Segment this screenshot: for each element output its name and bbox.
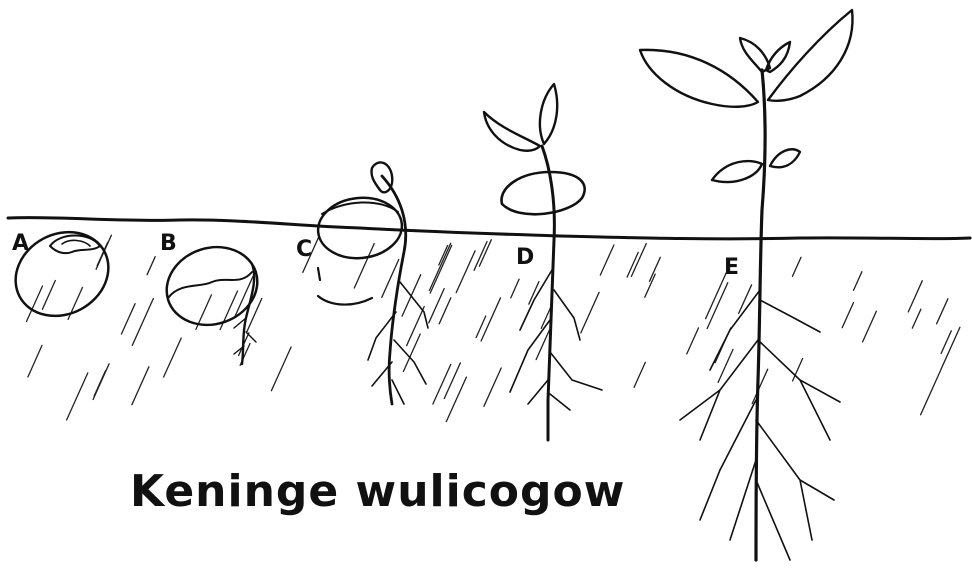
hatch-stroke — [650, 257, 661, 281]
hatch-stroke — [634, 362, 645, 387]
stage-e-plant — [640, 10, 853, 560]
hatch-stroke — [752, 369, 768, 403]
hatch-stroke — [164, 338, 182, 377]
stage-c-seedling — [315, 162, 428, 404]
hatch-stroke — [28, 345, 42, 377]
hatch-stroke — [581, 292, 599, 333]
stage-label-e: E — [724, 255, 739, 280]
hatch-stroke — [430, 245, 452, 293]
hatch-stroke — [912, 309, 921, 328]
hatch-stroke — [67, 373, 88, 420]
hatch-stroke — [439, 246, 448, 266]
stage-label-b: B — [160, 231, 177, 256]
hatch-stroke — [718, 349, 733, 382]
hatch-stroke — [132, 367, 149, 405]
hatch-stroke — [407, 307, 425, 346]
hatch-stroke — [842, 303, 853, 328]
hatch-stroke — [687, 328, 699, 354]
stage-label-d: D — [516, 245, 534, 270]
hatch-stroke — [908, 281, 922, 312]
hatch-stroke — [42, 281, 55, 310]
hatch-stroke — [854, 272, 862, 291]
hatch-stroke — [433, 364, 451, 404]
hatch-stroke — [132, 299, 153, 346]
hatch-stroke — [439, 298, 451, 324]
hatch-stroke — [147, 257, 155, 275]
hatch-stroke — [220, 291, 237, 330]
hatch-stroke — [444, 363, 460, 399]
hatch-stroke — [484, 368, 501, 406]
hatch-stroke — [354, 244, 374, 288]
hatch-stroke — [456, 251, 475, 293]
hatch-stroke — [863, 311, 877, 342]
hatch-stroke — [121, 304, 135, 334]
hatch-stroke — [27, 286, 43, 322]
hatch-stroke — [707, 283, 728, 329]
hatch-stroke — [792, 257, 801, 276]
hatch-stroke — [474, 242, 487, 271]
soil-hatching — [27, 235, 960, 421]
hatch-stroke — [94, 371, 105, 396]
hatch-stroke — [429, 243, 450, 290]
hatch-stroke — [631, 244, 646, 277]
hatch-stroke — [446, 377, 466, 422]
hatch-stroke — [271, 347, 291, 391]
hatch-stroke — [600, 245, 614, 275]
hatch-stroke — [536, 330, 549, 360]
diagram-caption: Keninge wulicogow — [130, 466, 625, 517]
hatch-stroke — [937, 299, 948, 324]
stage-label-c: C — [296, 237, 312, 262]
stage-d-plant — [484, 84, 602, 440]
hatch-stroke — [511, 279, 519, 298]
stage-label-a: A — [12, 231, 29, 256]
hatch-stroke — [645, 274, 655, 297]
ground-line — [8, 218, 970, 239]
hatch-stroke — [921, 371, 941, 415]
